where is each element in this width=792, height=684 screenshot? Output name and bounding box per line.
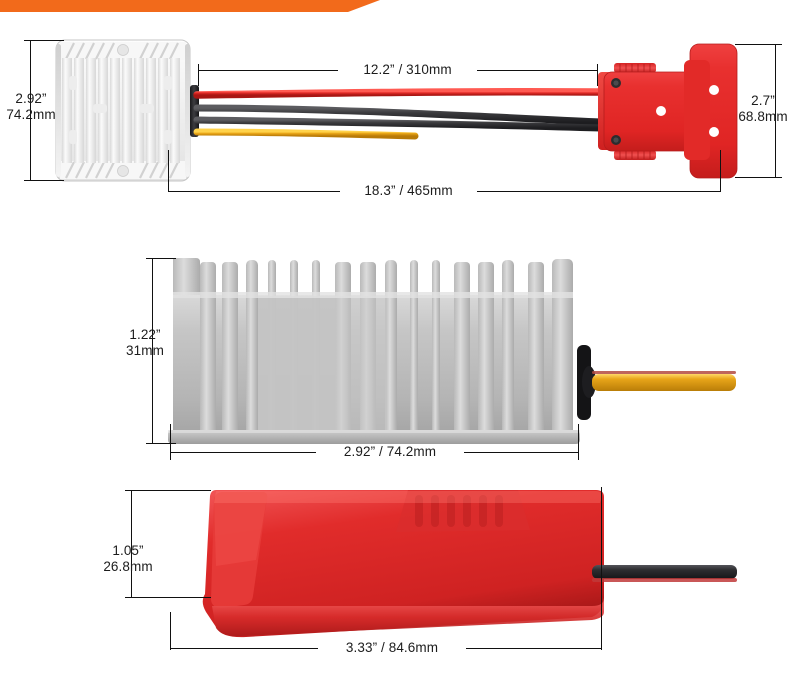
dimline-bot-height bbox=[131, 490, 133, 598]
header-accent-ribbon bbox=[0, 0, 380, 12]
extline-top-height-upper bbox=[30, 40, 64, 42]
wire-yellow-bundle bbox=[592, 374, 736, 391]
dim-label-heatsink-width: 2.92” / 74.2mm bbox=[343, 444, 437, 459]
extline-overall-right bbox=[720, 150, 722, 192]
wire-harness bbox=[193, 87, 605, 140]
dimline-mid-height bbox=[152, 258, 154, 444]
dimline-mid-width-right bbox=[464, 452, 579, 454]
dim-label-connector-height: 2.7” 68.8mm bbox=[738, 93, 788, 124]
extline-harness-left bbox=[198, 64, 200, 86]
extline-mid-height-upper bbox=[152, 258, 176, 260]
dimline-harness-left bbox=[198, 70, 338, 72]
dim-label-heatsink-height: 1.22” 31mm bbox=[126, 327, 164, 358]
cable-gland-mid bbox=[577, 345, 591, 420]
dim-label-connector-width: 3.33” / 84.6mm bbox=[345, 640, 439, 655]
extline-bot-width-left bbox=[170, 612, 172, 650]
dimline-overall-right bbox=[477, 191, 721, 193]
converter-body-top-view bbox=[55, 39, 191, 182]
wire-black-lead bbox=[592, 565, 737, 579]
extline-bot-width-right bbox=[601, 487, 603, 650]
dim-label-connector-thickness: 1.05” 26.8mm bbox=[103, 543, 153, 574]
extline-overall-left bbox=[168, 150, 170, 192]
extline-connector-upper bbox=[735, 44, 776, 46]
dimline-overall-left bbox=[168, 191, 340, 193]
cable-gland-left bbox=[190, 85, 199, 137]
dimline-mid-width-left bbox=[170, 452, 316, 454]
extline-bot-height-upper bbox=[131, 490, 211, 492]
extline-harness-right bbox=[597, 64, 599, 86]
dimline-bot-width-right bbox=[466, 648, 602, 650]
dimline-connector-height bbox=[775, 44, 777, 178]
red-connector-top-view bbox=[598, 43, 738, 179]
dim-label-converter-height: 2.92” 74.2mm bbox=[6, 91, 56, 122]
dimline-bot-width-left bbox=[170, 648, 318, 650]
dim-label-overall-length: 18.3” / 465mm bbox=[364, 183, 453, 198]
extline-top-height-lower bbox=[30, 180, 64, 182]
dim-label-harness-length: 12.2” / 310mm bbox=[363, 62, 452, 77]
extline-connector-lower bbox=[735, 177, 776, 179]
dimline-top-height bbox=[30, 40, 32, 181]
red-connector-body bbox=[202, 490, 604, 638]
heatsink-body bbox=[168, 258, 580, 444]
extline-mid-height-lower bbox=[152, 443, 176, 445]
extline-mid-width-left bbox=[170, 424, 172, 460]
extline-mid-width-right bbox=[578, 424, 580, 460]
extline-bot-height-lower bbox=[131, 597, 211, 599]
dimline-harness-right bbox=[477, 70, 598, 72]
